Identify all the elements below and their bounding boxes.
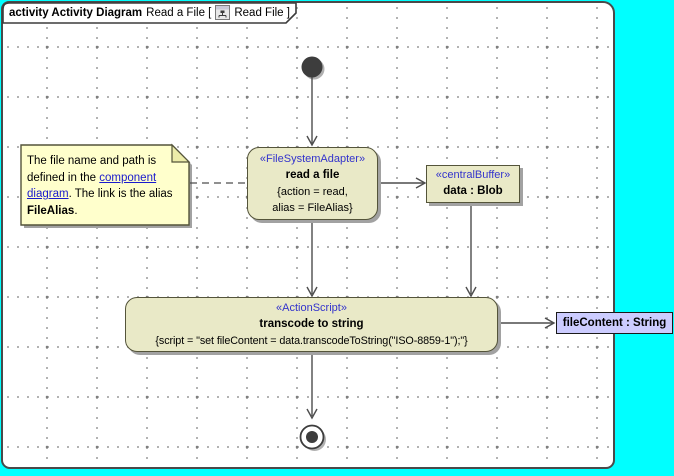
frame-title: activity Activity Diagram Read a File [ … [9,5,290,20]
action-transcode-to-string[interactable]: «ActionScript» transcode to string {scri… [125,297,498,352]
flow-transcode-to-final[interactable] [306,354,318,420]
read-a-file-stereotype: «FileSystemAdapter» [259,152,366,165]
file-content-pin-label: fileContent : String [562,317,667,329]
read-a-file-tag-line1: {action = read, [277,185,348,198]
note-bold-filealias: FileAlias [27,204,75,217]
transcode-stereotype: «ActionScript» [276,301,347,314]
flow-transcode-to-pin[interactable] [500,317,556,329]
initial-node[interactable] [301,56,323,78]
note-shape[interactable] [20,144,190,226]
note-text-part3: . [74,204,78,217]
flow-buffer-to-transcode[interactable] [465,205,477,298]
transcode-name: transcode to string [259,317,364,330]
central-buffer-stereotype: «centralBuffer» [435,169,511,181]
note-text-part1: The file name and path is defined in the [27,155,157,184]
flow-read-to-buffer[interactable] [380,177,427,189]
component-diagram-link[interactable]: component diagram [27,171,157,201]
file-content-pin[interactable]: fileContent : String [556,312,673,334]
flow-read-to-transcode[interactable] [306,222,318,298]
activity-diagram-icon [215,5,231,20]
action-read-a-file[interactable]: «FileSystemAdapter» read a file {action … [247,147,378,220]
note-text-part2: . The link is the alias [68,188,173,200]
flow-initial-to-read[interactable] [306,77,318,147]
note-fold-corner-icon [171,143,191,163]
central-buffer-node[interactable]: «centralBuffer» data : Blob [426,165,520,203]
note-text: The file name and path is defined in the… [27,153,186,219]
frame-diagram-name: Read a File [ [146,6,212,19]
central-buffer-name: data : Blob [443,185,503,197]
read-a-file-tag-line2: alias = FileAlias} [272,201,353,214]
transcode-script-tag: {script = "set fileContent = data.transc… [155,334,468,347]
frame-diagram-ref: Read File ] [234,6,290,19]
final-node-core [306,431,318,443]
diagram-canvas [1,1,615,469]
read-a-file-name: read a file [285,168,340,181]
frame-kind-label: activity Activity Diagram [9,6,143,19]
